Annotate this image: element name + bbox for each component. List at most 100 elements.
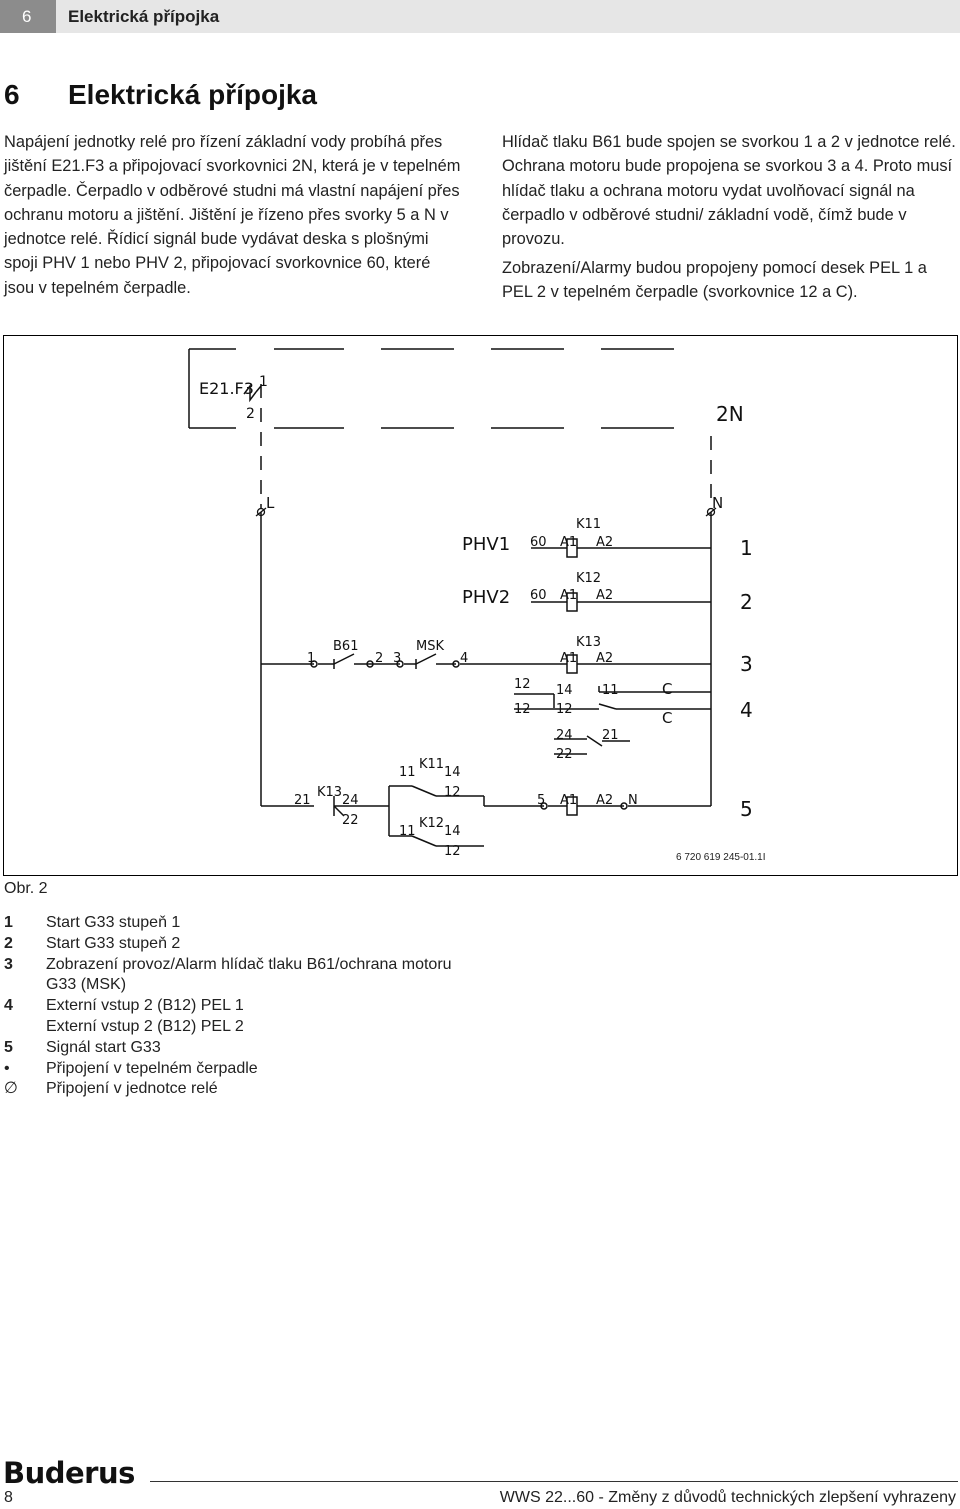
- relay-terminals: [255, 507, 717, 517]
- terminal-5: 5: [537, 793, 545, 808]
- legend-item: 5 Signál start G33: [4, 1038, 484, 1059]
- section-title-text: Elektrická přípojka: [68, 79, 318, 110]
- diagram-labels: E21.F3 1 2 2N L N PHV1 60 K11 A1 A2 PHV2…: [199, 374, 766, 863]
- b61-label: B61: [333, 639, 358, 654]
- k11-a1: A1: [560, 535, 577, 550]
- page-number: 8: [4, 1489, 13, 1506]
- msk-label: MSK: [416, 639, 444, 654]
- paragraph-right-2: Zobrazení/Alarmy budou propojeny pomocí …: [502, 259, 927, 302]
- paragraph-left: Napájení jednotky relé pro řízení základ…: [4, 133, 461, 297]
- legend-text: Připojení v tepelném čerpadle: [46, 1059, 258, 1077]
- k12-14: 14: [444, 824, 461, 839]
- k12-a1: A1: [560, 588, 577, 603]
- k11-14: 14: [444, 765, 461, 780]
- chapter-title: Elektrická přípojka: [68, 7, 220, 26]
- heat-pump-boundary: [188, 348, 674, 429]
- legend-key: ∅: [4, 1080, 18, 1098]
- contact-12: 12: [556, 702, 573, 717]
- dashed-feed-wires: [260, 384, 712, 508]
- k13-21: 21: [294, 793, 311, 808]
- wiring-diagram: E21.F3 1 2 2N L N PHV1 60 K11 A1 A2 PHV2…: [3, 335, 958, 876]
- k13-changeover-rows: [514, 686, 711, 755]
- legend-key: 2: [4, 934, 13, 952]
- k13-contact-label: K13: [317, 785, 342, 800]
- terminal-3: 3: [393, 651, 401, 666]
- neutral-label: N: [712, 494, 723, 512]
- legend-text: Start G33 stupeň 1: [46, 914, 181, 931]
- terminal-60a: 60: [530, 535, 547, 550]
- k12-11: 11: [399, 824, 416, 839]
- fuse-pin-1: 1: [259, 374, 268, 390]
- paragraph-right-1: Hlídač tlaku B61 bude spojen se svorkou …: [502, 133, 956, 249]
- figure-label: Obr. 2: [4, 880, 48, 897]
- terminal-60b: 60: [530, 588, 547, 603]
- terminal-12a: 12: [514, 677, 531, 692]
- callout-3: 3: [740, 652, 753, 676]
- k13-a1: A1: [560, 651, 577, 666]
- contact-21: 21: [602, 728, 619, 743]
- wiring-diagram-svg: E21.F3 1 2 2N L N PHV1 60 K11 A1 A2 PHV2…: [188, 348, 766, 863]
- callout-1: 1: [740, 536, 753, 560]
- terminal-block-label: 2N: [716, 402, 744, 426]
- footer-document: WWS 22...60 - Změny z důvodů technických…: [499, 1489, 956, 1506]
- callout-4: 4: [740, 698, 753, 722]
- start-a2: A2: [596, 793, 613, 808]
- k13-22: 22: [342, 813, 359, 828]
- k11-12: 12: [444, 785, 461, 800]
- line-label: L: [266, 494, 275, 512]
- contact-11: 11: [602, 683, 619, 698]
- k12-12: 12: [444, 844, 461, 859]
- terminal-1: 1: [307, 651, 315, 666]
- k13-label: K13: [576, 635, 601, 650]
- terminal-2: 2: [375, 651, 383, 666]
- legend-text: Externí vstup 2 (B12) PEL 1: [46, 997, 244, 1015]
- chapter-number: 6: [0, 0, 56, 33]
- terminal-4: 4: [460, 651, 468, 666]
- legend-key: 4: [4, 997, 13, 1015]
- callout-5: 5: [740, 797, 753, 821]
- k11-coil-row: [531, 538, 711, 558]
- k12-coil-row: [531, 592, 711, 612]
- legend-item: 4 Externí vstup 2 (B12) PEL 1: [4, 996, 484, 1017]
- header-bar: 6 Elektrická přípojka: [0, 0, 960, 33]
- b61-msk-row: [261, 653, 711, 674]
- legend-text: Externí vstup 2 (B12) PEL 2: [46, 1017, 244, 1035]
- k13-24: 24: [342, 793, 359, 808]
- callout-2: 2: [740, 590, 753, 614]
- legend-item: Externí vstup 2 (B12) PEL 2: [4, 1017, 484, 1038]
- k11-label: K11: [576, 517, 601, 532]
- terminal-12b: 12: [514, 702, 531, 717]
- contact-22: 22: [556, 747, 573, 762]
- start-n: N: [628, 793, 638, 808]
- contact-C1: C: [662, 680, 672, 698]
- legend-item: 1 Start G33 stupeň 1: [4, 913, 484, 934]
- k11-contact-label: K11: [419, 757, 444, 772]
- k12-a2: A2: [596, 588, 613, 603]
- legend-text: Připojení v jednotce relé: [46, 1080, 218, 1098]
- fuse-pin-2: 2: [246, 406, 255, 422]
- brand-logo: Buderus: [3, 1456, 135, 1490]
- k11-11: 11: [399, 765, 416, 780]
- contact-C2: C: [662, 709, 672, 727]
- k12-contact-label: K12: [419, 816, 444, 831]
- legend-key: 5: [4, 1038, 13, 1056]
- fuse-symbol: [243, 383, 262, 403]
- legend-item: 2 Start G33 stupeň 2: [4, 934, 484, 955]
- legend-key: 1: [4, 914, 13, 931]
- contact-14: 14: [556, 683, 573, 698]
- start-a1: A1: [560, 793, 577, 808]
- legend-text: Signál start G33: [46, 1038, 161, 1056]
- legend-text: Start G33 stupeň 2: [46, 934, 181, 952]
- k11-a2: A2: [596, 535, 613, 550]
- legend-item: ∅ Připojení v jednotce relé: [4, 1079, 484, 1100]
- legend-text: Zobrazení provoz/Alarm hlídač tlaku B61/…: [46, 955, 452, 994]
- legend-item: •Připojení v tepelném čerpadle: [4, 1059, 484, 1080]
- start-signal-row: [261, 785, 711, 847]
- figure-code: 6 720 619 245-01.1I: [676, 852, 766, 863]
- contact-24: 24: [556, 728, 573, 743]
- k12-label: K12: [576, 571, 601, 586]
- phv1-label: PHV1: [462, 534, 510, 555]
